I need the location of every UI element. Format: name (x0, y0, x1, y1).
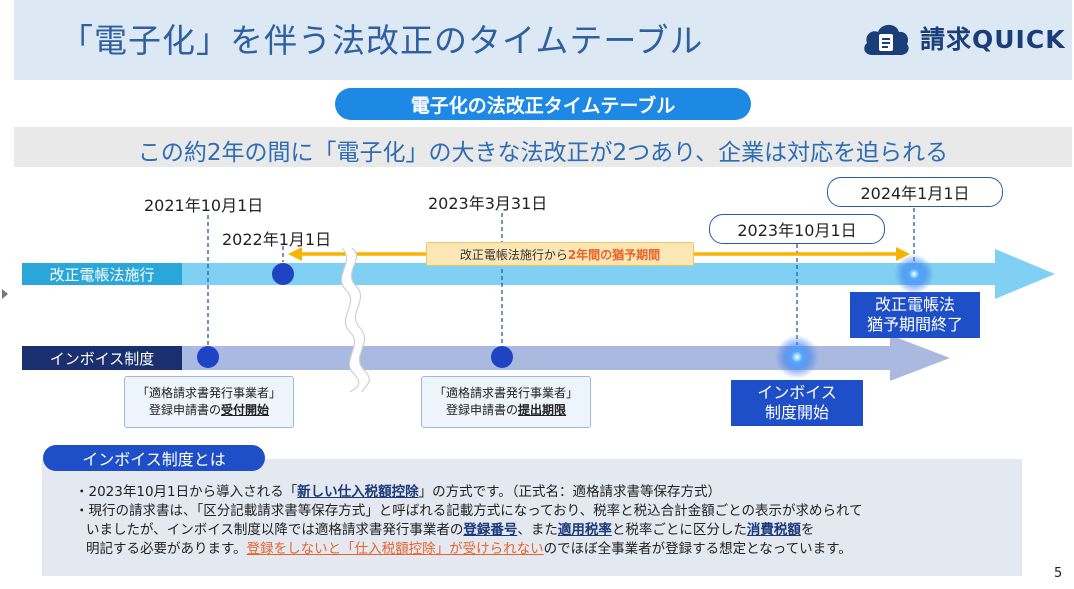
info-line-4: 明記する必要があります。登録をしないと「仕入税額控除」が受けられないのでほぼ全事… (86, 537, 852, 557)
row-label-invoice: インボイス制度 (22, 346, 182, 370)
cloud-document-icon (862, 19, 910, 57)
subtitle-band (14, 127, 1072, 167)
row-label-denchoho: 改正電帳法施行 (22, 263, 182, 285)
info-l3-c: 、また (517, 522, 558, 538)
info-l3-d: 適用税率 (557, 522, 612, 538)
grace-highlight: 2年間の猶予期間 (567, 247, 661, 262)
glow-2023-10-01 (775, 335, 819, 379)
marker-2023-03-31 (491, 346, 513, 368)
row-label-text: インボイス制度 (49, 349, 155, 368)
page-title: 「電子化」を伴う法改正のタイムテーブル (60, 21, 704, 60)
info-box (42, 459, 1022, 576)
glow-2024-01-01 (894, 254, 934, 294)
invoice-start-line1: インボイス (757, 383, 837, 402)
info-l3-a: いましたが、インボイス制度以降では適格請求書発行事業者の (86, 522, 464, 538)
info-l3-e: と税率ごとに区分した (611, 522, 747, 538)
info-l1-a: ・2023年10月1日から導入される「 (75, 484, 298, 500)
grace-prefix: 改正電帳法施行から (459, 247, 568, 262)
invoice-start-line2: 制度開始 (764, 403, 829, 422)
marker-2021-10-01 (197, 346, 219, 368)
row1-arrow (22, 249, 1055, 299)
info-l3-b: 登録番号 (463, 522, 518, 538)
brand-logo: 請求QUICK (862, 18, 1066, 58)
info-line-2: ・現行の請求書は、「区分記載請求書等保存方式」と呼ばれる記載方式になっており、税… (75, 503, 863, 519)
slide-nav-arrow-icon[interactable] (2, 289, 8, 299)
note1-line1: 「適格請求書発行事業者」 (136, 386, 281, 400)
info-l3-f: 消費税額 (746, 522, 801, 538)
grace-end-line2: 猶予期間終了 (866, 315, 963, 334)
info-l4-b: 登録をしないと「仕入税額控除」が受けられない (246, 541, 544, 557)
info-line-1: ・2023年10月1日から導入される「新しい仕入税額控除」の方式です。（正式名：… (75, 480, 721, 500)
note2-bold: 提出期限 (518, 403, 567, 417)
grace-end-line1: 改正電帳法 (874, 295, 955, 314)
info-line-3: いましたが、インボイス制度以降では適格請求書発行事業者の登録番号、また適用税率と… (86, 518, 814, 538)
timeline-break (340, 247, 370, 393)
info-l3-g: を (800, 522, 815, 538)
note1-bold: 受付開始 (221, 403, 270, 417)
page-number: 5 (1054, 566, 1063, 581)
note-registration-start: 「適格請求書発行事業者」 登録申請書の受付開始 (124, 376, 294, 428)
logo-text: 請求QUICK (920, 25, 1066, 54)
section-pill: 電子化の法改正タイムテーブル (335, 88, 751, 120)
row2-arrow (22, 335, 950, 381)
note-registration-deadline: 「適格請求書発行事業者」 登録申請書の提出期限 (421, 376, 591, 428)
info-l1-c: 」の方式です。（正式名：適格請求書等保存方式） (418, 484, 722, 500)
note2-line2: 登録申請書の提出期限 (422, 402, 590, 419)
date-label-2023-10-01: 2023年10月1日 (709, 214, 885, 244)
date-label-2023-03-31: 2023年3月31日 (428, 194, 548, 213)
row-label-text: 改正電帳法施行 (49, 265, 155, 284)
marker-2022-01-01 (272, 263, 294, 285)
invoice-start-box: インボイス 制度開始 (731, 380, 863, 426)
note2-pre: 登録申請書の (445, 403, 518, 417)
info-l4-c: のでほぼ全事業者が登録する想定となっています。 (543, 541, 852, 557)
date-label-2021-10-01: 2021年10月1日 (144, 196, 264, 215)
note1-pre: 登録申請書の (148, 403, 221, 417)
subtitle: この約2年の間に「電子化」の大きな法改正が2つあり、企業は対応を迫られる (137, 140, 949, 166)
date-label-2024-01-01: 2024年1月1日 (827, 177, 1003, 207)
info-pill: インボイス制度とは (43, 445, 265, 471)
note2-line1: 「適格請求書発行事業者」 (433, 386, 578, 400)
info-l1-b: 新しい仕入税額控除 (297, 484, 419, 500)
note1-line2: 登録申請書の受付開始 (125, 402, 293, 419)
grace-end-box: 改正電帳法 猶予期間終了 (850, 292, 980, 338)
date-label-2022-01-01: 2022年1月1日 (222, 230, 332, 249)
date-guides (207, 208, 915, 350)
info-l4-a: 明記する必要があります。 (86, 541, 247, 557)
